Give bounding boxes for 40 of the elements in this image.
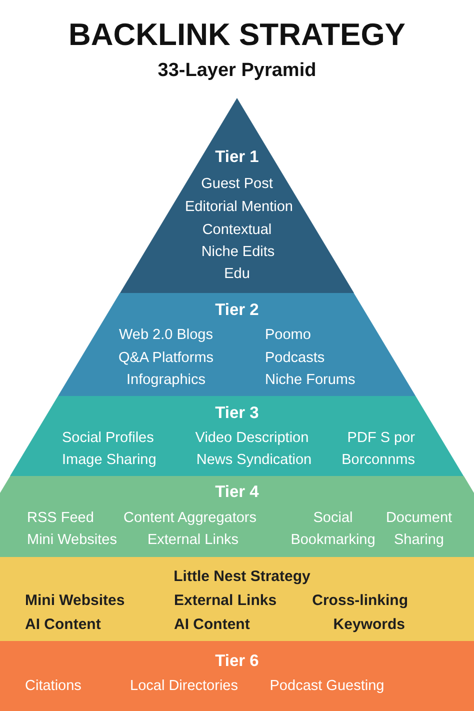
link-type-item: Borconnms: [342, 451, 415, 470]
link-type-item: Podcasts: [264, 349, 325, 368]
tier-heading: Tier 4: [215, 482, 259, 502]
link-type-item: Niche Forums: [264, 371, 356, 390]
link-type-item: PDF S por: [347, 429, 415, 448]
link-type-item: Image Sharing: [62, 451, 156, 470]
tier-heading: Tier 1: [215, 147, 259, 167]
title: BACKLINK STRATEGY: [68, 18, 406, 52]
link-type-item: Mini Websites: [25, 591, 125, 611]
link-type-item: Document Sharing: [384, 509, 454, 550]
link-type-item: Poomo: [264, 326, 311, 345]
link-type-item: Edu: [224, 265, 250, 284]
link-type-item: External Links: [147, 531, 239, 550]
link-type-item: External Links: [174, 591, 277, 611]
link-type-item: Mini Websites: [27, 531, 117, 550]
link-type-item: Niche Edits: [201, 243, 275, 262]
link-type-item: Video Description: [195, 429, 309, 448]
tier-heading: Tier 6: [215, 651, 259, 671]
link-type-item: Contextual: [202, 221, 272, 240]
tier-heading: Tier 2: [215, 300, 259, 320]
link-type-item: Social Profiles: [62, 429, 154, 448]
link-type-item: AI Content: [25, 615, 101, 635]
link-type-item: News Syndication: [196, 451, 312, 470]
link-type-item: Citations: [25, 677, 82, 696]
link-type-item: Content Aggregators: [124, 509, 256, 528]
subtitle: 33-Layer Pyramid: [158, 61, 316, 81]
link-type-item: Social Bookmarking: [290, 509, 376, 550]
link-type-item: Guest Post: [201, 175, 273, 194]
link-type-item: Infographics: [126, 371, 206, 390]
link-type-item: Web 2.0 Blogs: [118, 326, 213, 345]
link-type-item: Keywords: [333, 615, 405, 635]
link-type-item: Podcast Guesting: [270, 677, 384, 696]
tier-heading: Tier 3: [215, 403, 259, 423]
link-type-item: Q&A Platforms: [118, 349, 214, 368]
tier-heading: Little Nest Strategy: [174, 567, 310, 587]
link-type-item: Cross-linking: [312, 591, 408, 611]
link-type-item: Editorial Mention: [185, 198, 293, 217]
link-type-item: AI Content: [174, 615, 250, 635]
link-type-item: Local Directories: [130, 677, 238, 696]
link-type-item: RSS Feed: [27, 509, 94, 528]
